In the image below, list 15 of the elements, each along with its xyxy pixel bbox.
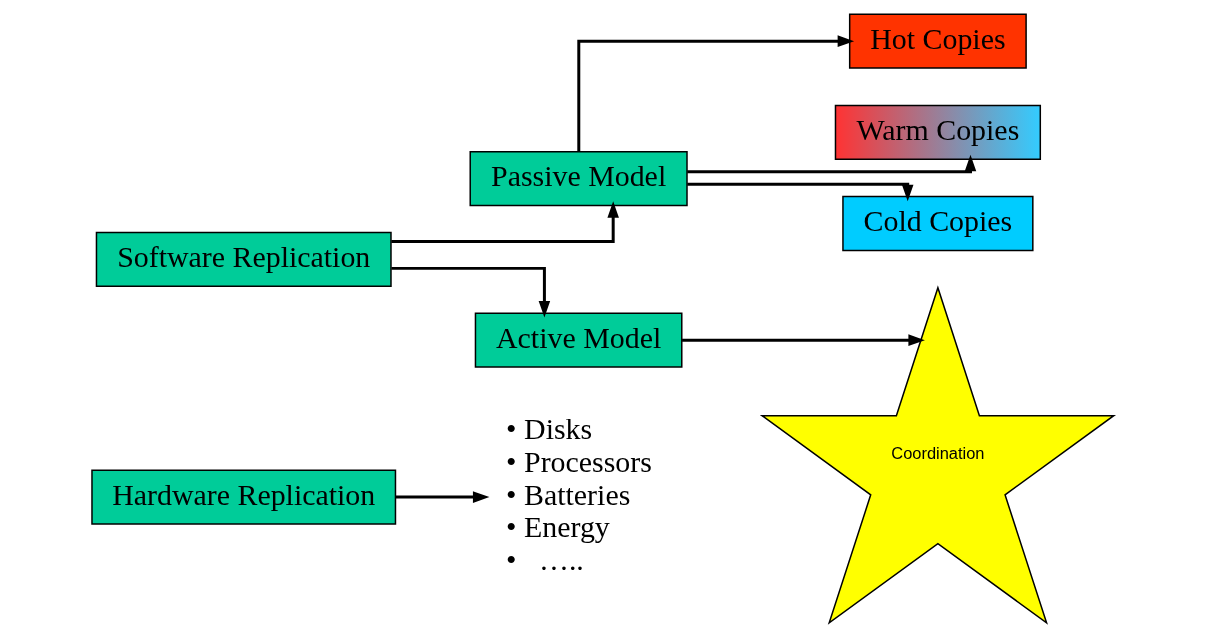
node-box: Software Replication bbox=[95, 231, 392, 288]
arrow bbox=[686, 154, 976, 174]
node-box: Hot Copies bbox=[848, 13, 1027, 69]
arrow bbox=[686, 182, 913, 202]
arrow bbox=[390, 201, 619, 243]
node-box: Passive Model bbox=[469, 151, 688, 207]
arrow bbox=[390, 266, 550, 318]
node-box: Cold Copies bbox=[841, 195, 1034, 252]
node-box: Hardware Replication bbox=[90, 469, 396, 525]
arrow bbox=[681, 334, 925, 346]
arrow bbox=[395, 491, 489, 503]
node-box: Warm Copies bbox=[834, 104, 1041, 160]
node-text: • Disks • Processors • Batteries • Energy • ….. bbox=[505, 411, 652, 577]
node-box: Active Model bbox=[474, 312, 682, 368]
arrow bbox=[576, 35, 854, 152]
